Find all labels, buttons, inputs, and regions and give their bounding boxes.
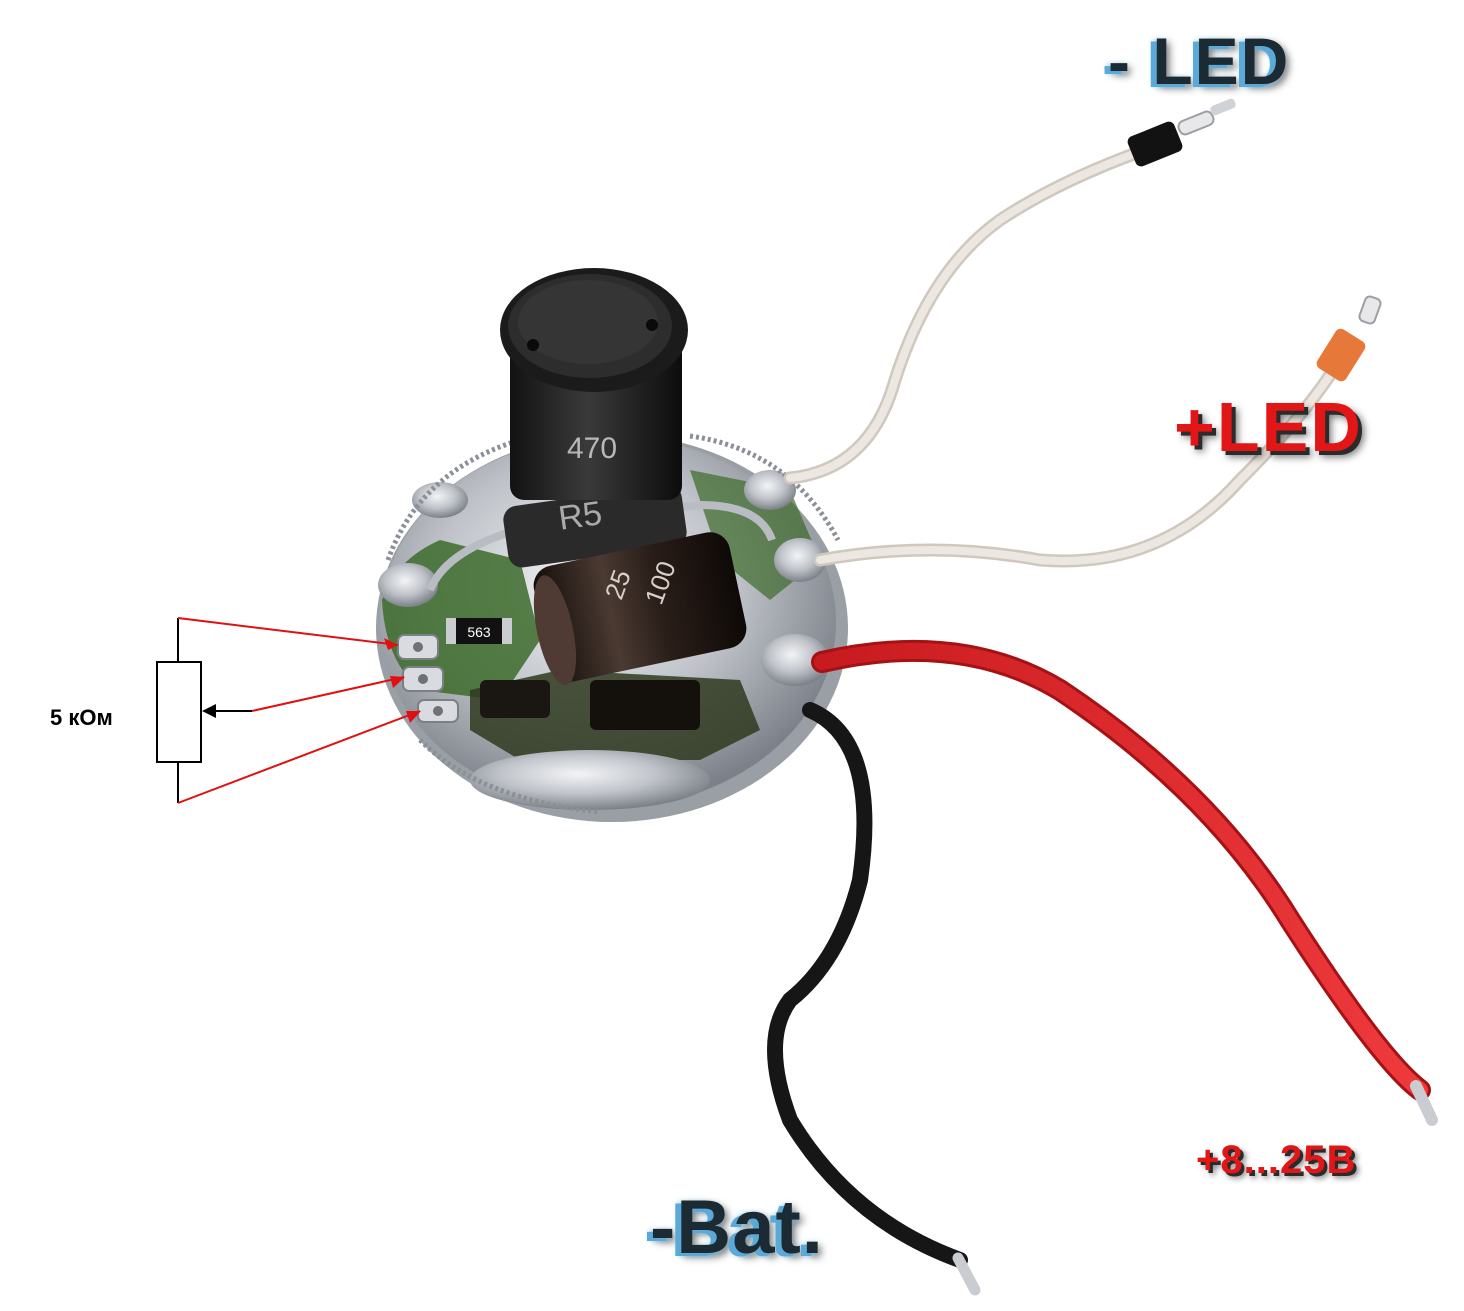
solder-pad [378, 563, 438, 607]
wire-ground-black [767, 702, 981, 1296]
connection-line-top [177, 617, 399, 646]
solder-pad [761, 634, 829, 686]
label-minus-led: - LED [1108, 24, 1291, 98]
smd-resistor: 563 [446, 618, 512, 644]
label-supply-voltage: +8...25B [1196, 1138, 1357, 1182]
inductor: 470 [500, 268, 688, 500]
solder-pad [774, 538, 826, 582]
smd-resistor-marking: 563 [467, 624, 491, 640]
arrow-icon [390, 676, 405, 688]
connection-line-wiper [251, 676, 405, 712]
solder-pad [412, 482, 468, 518]
connection-lines [177, 617, 421, 804]
wiper-arrow-icon [202, 704, 216, 718]
wire-led-plus [813, 295, 1382, 568]
solder-pad [744, 470, 796, 510]
inductor-marking: 470 [567, 432, 617, 465]
label-plus-led: +LED [1174, 388, 1363, 466]
potentiometer-symbol [156, 618, 252, 803]
label-potentiometer: 5 кОм [50, 705, 113, 730]
arrow-icon [406, 711, 421, 723]
wire-supply-red [811, 639, 1438, 1126]
arrow-icon [384, 638, 398, 650]
electrolytic-capacitor: 25 100 [480, 532, 747, 730]
diode-marking: R5 [556, 494, 604, 538]
potentiometer-body [156, 661, 202, 763]
wire-led-minus [783, 98, 1236, 485]
connection-line-bottom [177, 710, 421, 804]
solder-area-bottom [470, 750, 710, 810]
label-minus-bat: -Bat. [650, 1185, 824, 1270]
